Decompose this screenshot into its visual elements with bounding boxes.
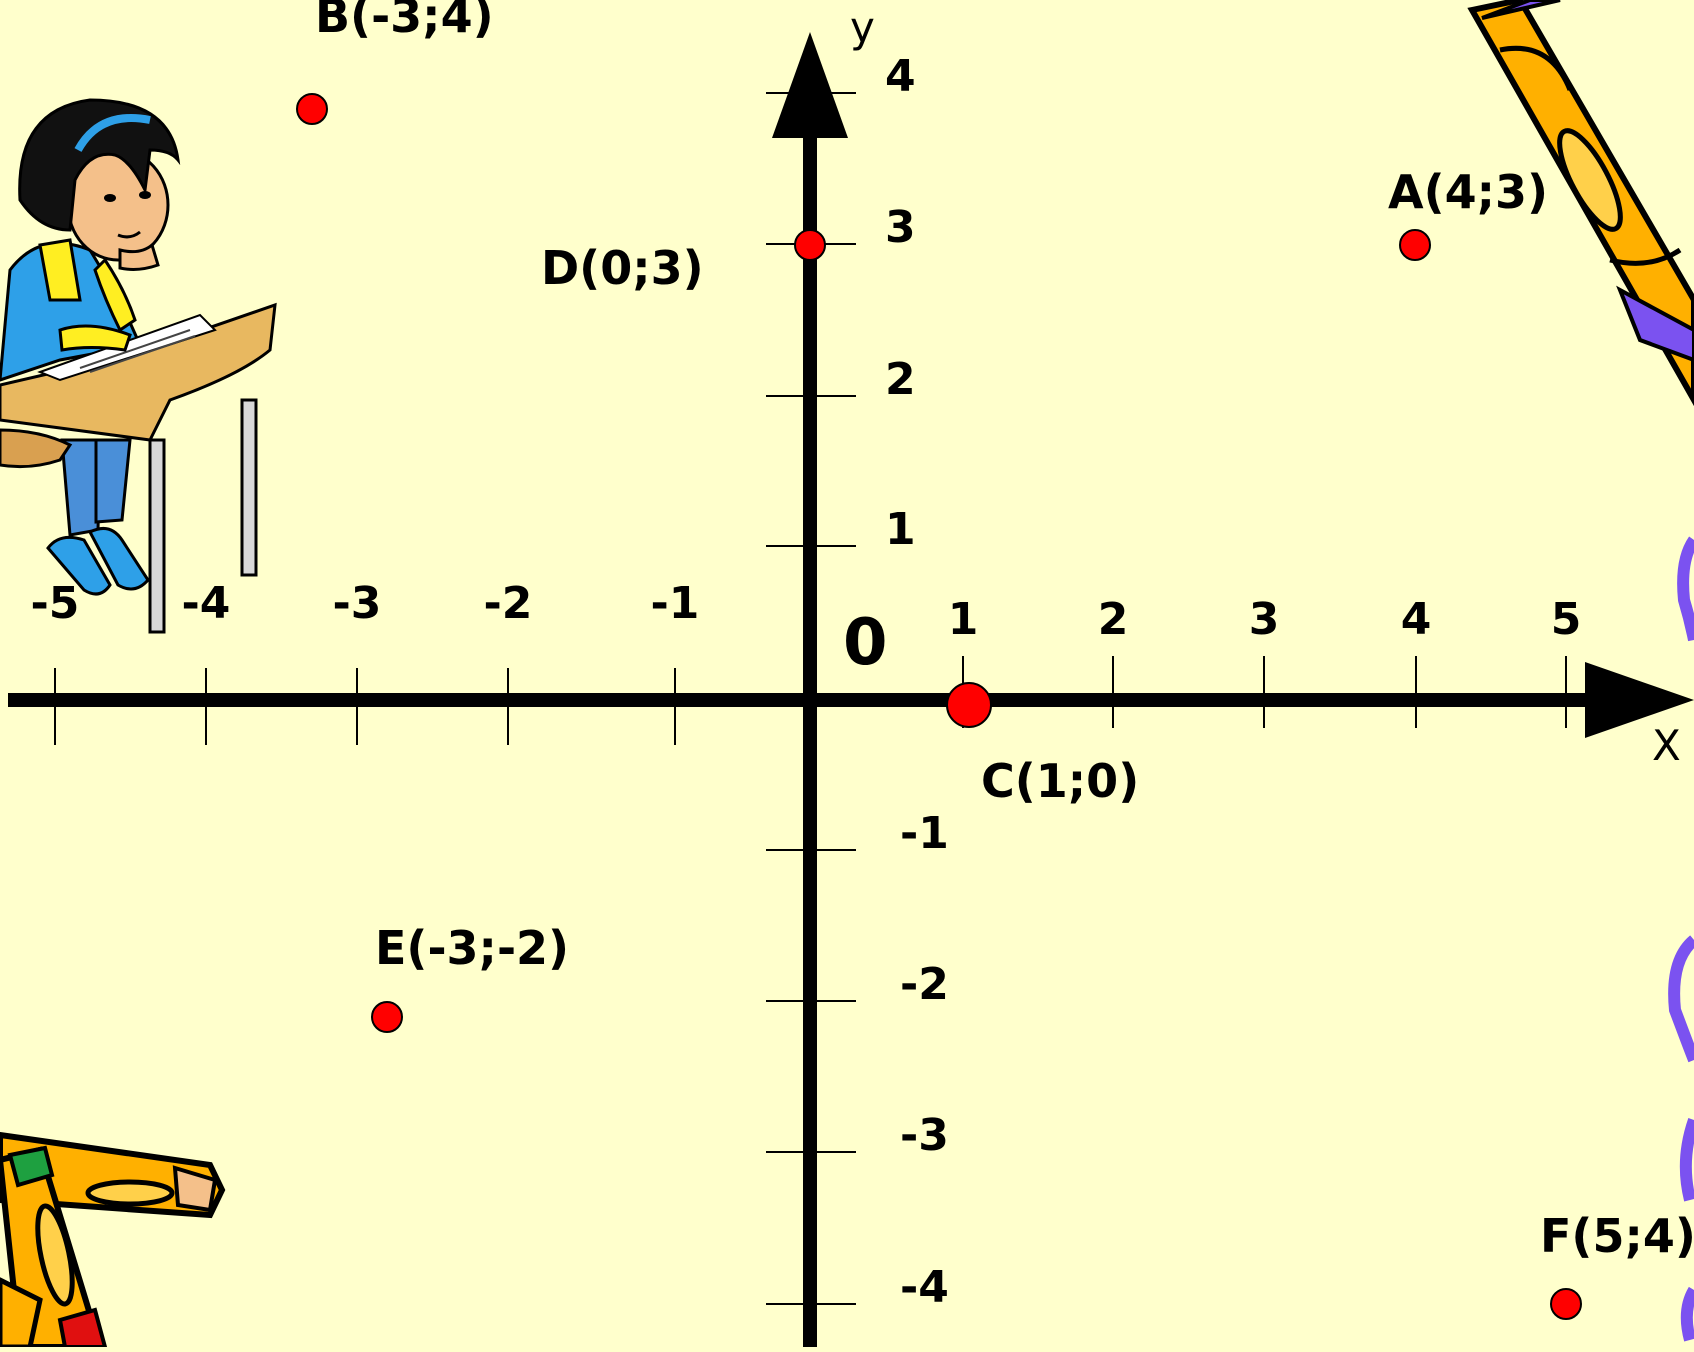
y-tick-label: -1 <box>900 808 949 859</box>
x-axis-arrowhead <box>1585 662 1694 738</box>
point-d-marker <box>794 229 826 261</box>
y-tick-label: 4 <box>885 51 916 102</box>
x-tick-label: -3 <box>333 578 382 629</box>
x-axis-ticks: -5 -4 -3 -2 -1 1 2 3 4 5 <box>31 578 1582 745</box>
pencil-icon <box>1467 0 1694 407</box>
x-tick-label: -2 <box>484 578 533 629</box>
y-tick-label: -3 <box>900 1110 949 1161</box>
girl-at-desk-clipart <box>0 98 277 634</box>
point-c-marker <box>946 682 992 728</box>
x-tick-label: 2 <box>1098 594 1129 645</box>
point-a-label: A(4;3) <box>1388 165 1548 219</box>
point-f-label: F(5;4) <box>1540 1209 1694 1263</box>
point-d-label: D(0;3) <box>541 241 704 295</box>
y-axis-name: y <box>850 3 875 52</box>
point-a-marker <box>1399 229 1431 261</box>
y-tick-label: 3 <box>885 202 916 253</box>
y-tick-label: -4 <box>900 1262 949 1313</box>
origin-label: 0 <box>843 606 888 680</box>
point-c-label: C(1;0) <box>981 754 1139 808</box>
y-axis-arrowhead <box>772 32 848 138</box>
point-e-marker <box>371 1001 403 1033</box>
y-axis <box>772 32 848 1347</box>
y-tick-label: 2 <box>885 354 916 405</box>
x-tick-label: 4 <box>1401 594 1432 645</box>
x-tick-label: 5 <box>1551 594 1582 645</box>
x-tick-label: -4 <box>182 578 231 629</box>
y-tick-label: 1 <box>885 504 916 555</box>
x-axis-name: X <box>1652 721 1681 770</box>
point-f-marker <box>1550 1288 1582 1320</box>
points-layer: A(4;3) B(-3;4) C(1;0) D(0;3) E(-3;-2) F(5;4) <box>296 0 1694 1320</box>
x-tick-label: 3 <box>1249 594 1280 645</box>
point-e-label: E(-3;-2) <box>375 921 569 975</box>
x-tick-label: -1 <box>651 578 700 629</box>
purple-swirl-decoration <box>1668 536 1694 1342</box>
point-b-marker <box>296 93 328 125</box>
point-b-label: B(-3;4) <box>315 0 494 43</box>
y-tick-label: -2 <box>900 959 949 1010</box>
x-tick-label: 1 <box>948 594 979 645</box>
y-axis-ticks: 4 3 2 1 -1 -2 -3 -4 <box>766 51 949 1313</box>
x-tick-label: -5 <box>31 578 80 629</box>
